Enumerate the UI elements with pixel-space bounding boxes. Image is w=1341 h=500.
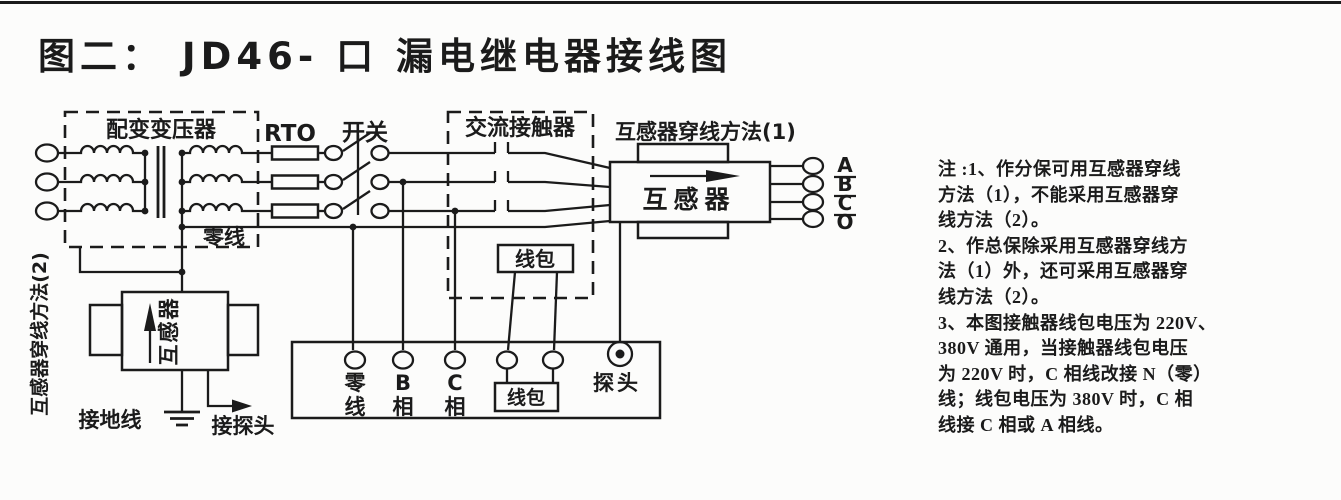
transformer-section: 配变变压器 [34,110,272,292]
contactor-coil-wires [506,271,559,351]
ground-icon [164,410,200,427]
ct2-left-yoke [88,303,124,357]
contactor-contact-icons [493,142,510,211]
primary-winding-icons [58,144,147,213]
ground-label: 接地线 [79,408,142,432]
transformer-label: 配变变压器 [106,117,217,143]
contactor-out-wires [508,151,611,213]
ct2-right-yoke [226,303,260,357]
relay-terminal-labels: 零 线 B 相 C 相 探头 [344,371,641,419]
fuse-icons [270,145,325,219]
ct1-top-yoke [636,142,730,164]
ct1-arrow-icon [650,170,740,182]
relay-coil-box [493,381,560,413]
contactor-coil-label: 线包 [515,247,555,271]
ct1-method-label: 互感器穿线方法(1) [615,120,796,144]
wiring-diagram: 配变变压器 [28,110,856,438]
ct2-method-label: 互感器穿线方法(2) [28,252,51,416]
ct2-arrow-icon [144,303,156,363]
relay-coil-label: 线包 [507,386,545,409]
figure-title: 图二： JD46- 口 漏电继电器接线图 [38,35,732,78]
switch-pole-icons [323,132,390,220]
input-terminal-icons [34,143,60,221]
ct1-output-labels: A B C O [834,153,856,234]
output-label-a: A [837,153,853,177]
switch-section: 开关 [323,119,495,220]
ct1-label: 互感器 [642,185,735,214]
switch-label: 开关 [342,119,388,146]
transformer-dashed-box [63,110,260,249]
output-label-o: O [836,210,853,234]
relay-terminal-icons [343,350,565,370]
output-label-b: B [837,172,852,196]
relay-neutral-label-1: 零 [344,371,367,395]
output-label-c: C [838,191,853,215]
ct1-section: 互感器穿线方法(1) 互感器 A B [608,120,856,342]
relay-box [290,340,662,420]
fuse-label: RTO [264,121,316,147]
contactor-coil-box [496,243,575,274]
probe-arrow-label: 接探头 [212,414,275,438]
notes-text: 注 :1、作分保可用互感器穿线 方法（1），不能采用互感器穿 线方法（2）。 2… [938,159,1217,435]
ct2-label: 互感器 [157,297,181,366]
relay-section: 零 线 B 相 C 相 探头 线包 [290,340,662,420]
probe-arrow-icon [206,370,252,413]
page-top-rule [0,1,1341,4]
transformer-frame-wire [78,247,182,274]
relay-phase-b-label-1: B [395,371,411,395]
relay-phase-c-label-1: C [447,371,462,395]
relay-phase-c-label-2: 相 [445,395,466,419]
contactor-dashed-box [446,110,595,300]
relay-coil: 线包 [493,368,560,413]
probe-terminal-icon [606,340,634,368]
relay-phase-b-label-2: 相 [393,395,414,419]
fuse-section: RTO [264,121,325,219]
ct1-output-wires [770,156,825,229]
neutral-wire-label: 零线 [202,225,245,249]
neutral-wire [182,219,611,229]
relay-neutral-label-2: 线 [345,395,366,419]
contactor-section: 交流接触器 线包 [446,110,611,351]
relay-probe-label: 探头 [593,371,641,395]
neutral-and-taps [182,178,611,350]
ct2-section: 互感器穿线方法(2) 互感器 接地线 接探头 [28,247,275,438]
switch-out-wires [389,151,495,213]
contactor-label: 交流接触器 [465,115,576,141]
transformer-core-icon [156,146,166,218]
ct1-bottom-yoke [636,220,730,240]
